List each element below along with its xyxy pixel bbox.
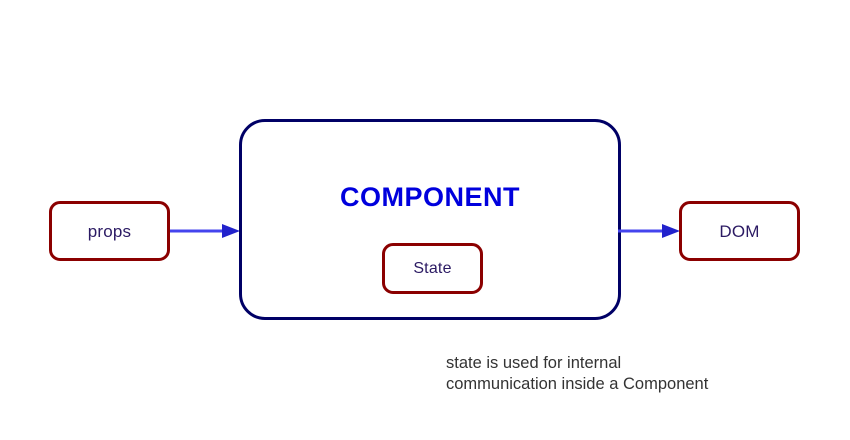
node-component[interactable]: COMPONENT State [239, 119, 621, 320]
diagram-caption: state is used for internal communication… [446, 354, 709, 393]
node-props-label: props [87, 221, 132, 241]
component-title: COMPONENT [340, 182, 520, 212]
node-state[interactable]: State [382, 243, 483, 294]
node-state-label: State [413, 259, 452, 277]
arrow-props-to-component [170, 221, 242, 241]
node-dom-label: DOM [719, 221, 760, 241]
arrow-component-to-dom [618, 221, 682, 241]
node-props[interactable]: props [49, 201, 170, 261]
node-dom[interactable]: DOM [679, 201, 800, 261]
